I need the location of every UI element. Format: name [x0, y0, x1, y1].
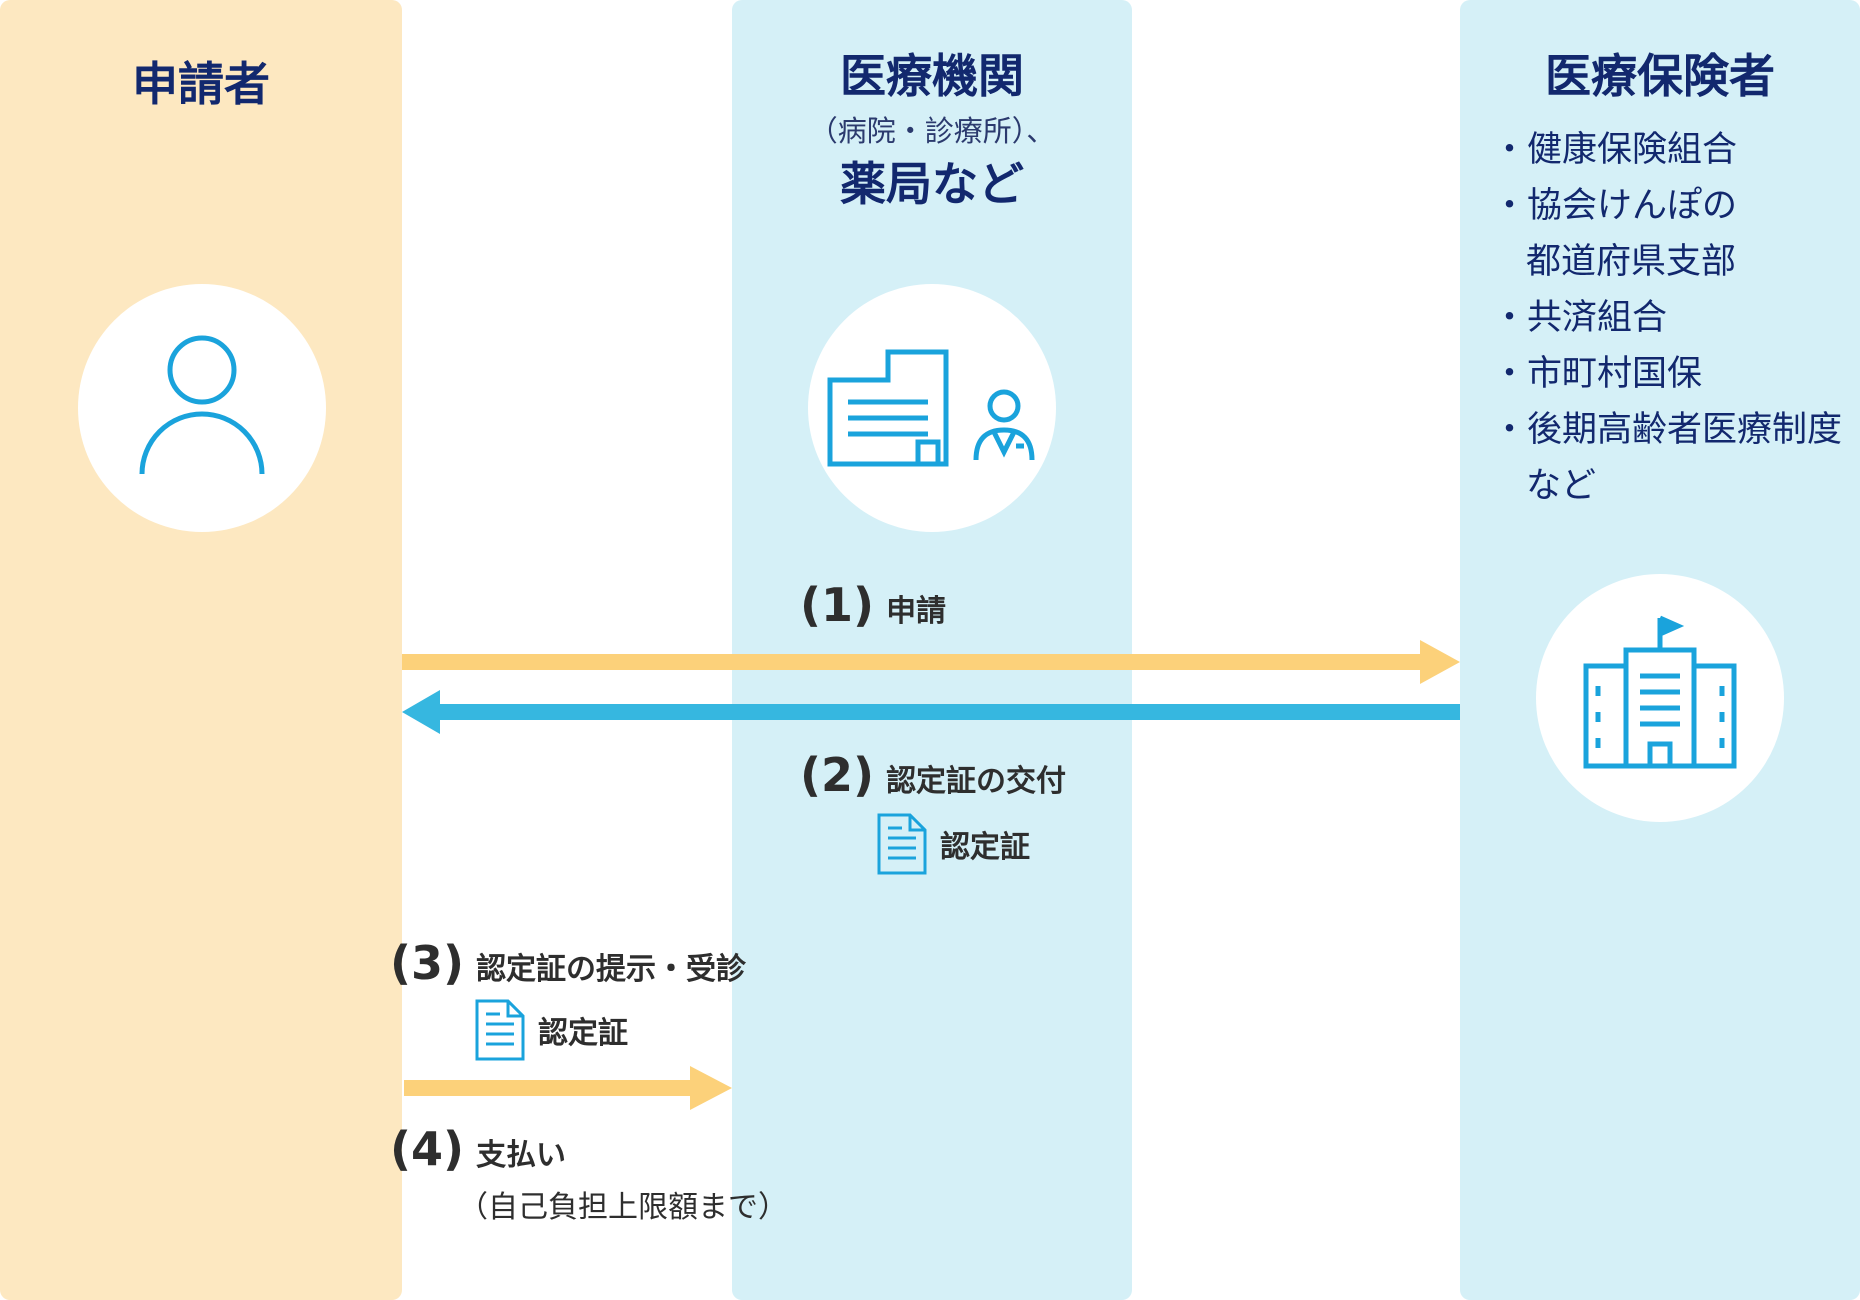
- insurer-list-item: ・共済組合: [1492, 298, 1668, 338]
- applicant-column: 申請者: [0, 0, 402, 1300]
- medical-title-2: 薬局など: [840, 157, 1024, 211]
- certificate-item-2: 認定証: [876, 812, 1030, 876]
- step-label: 申請: [886, 594, 947, 629]
- step-number: (3): [390, 936, 465, 990]
- insurer-icon-circle: [1536, 574, 1784, 822]
- insurer-list-item: など: [1526, 466, 1597, 506]
- step-number: (2): [800, 748, 875, 802]
- certificate-item-3: 認定証: [474, 998, 628, 1062]
- insurer-list: ・健康保険組合 ・協会けんぽの 都道府県支部 ・共済組合 ・市町村国保 ・後期高…: [1492, 122, 1842, 514]
- step-3: (3) 認定証の提示・受診: [390, 936, 746, 990]
- step-number: (4): [390, 1122, 465, 1176]
- step-label: 支払い: [476, 1138, 567, 1173]
- insurer-list-item: ・後期高齢者医療制度: [1492, 410, 1843, 450]
- medical-icon-circle: [808, 284, 1056, 532]
- medical-subtitle: （病院・診療所）、: [808, 114, 1056, 148]
- medical-title: 医療機関: [840, 49, 1024, 103]
- step-number: (1): [800, 578, 875, 632]
- step-label: 認定証の交付: [886, 764, 1067, 799]
- hospital-with-doctor-icon: [827, 349, 1035, 467]
- applicant-icon-circle: [78, 284, 326, 532]
- insurer-list-item: 都道府県支部: [1526, 242, 1737, 282]
- arrow-application: [402, 640, 1460, 684]
- arrow-certificate-issue: [402, 690, 1460, 734]
- step-4: (4) 支払い: [390, 1122, 566, 1176]
- insurer-column: 医療保険者 ・健康保険組合 ・協会けんぽの 都道府県支部 ・共済組合 ・市町村国…: [1460, 0, 1860, 1300]
- arrow-present-certificate: [404, 1066, 732, 1110]
- insurer-list-item: ・健康保険組合: [1492, 130, 1738, 170]
- insurer-list-item: ・協会けんぽの: [1492, 186, 1738, 226]
- applicant-title: 申請者: [132, 57, 270, 111]
- payment-note: （自己負担上限額まで）: [458, 1190, 788, 1225]
- step-2: (2) 認定証の交付: [800, 748, 1066, 802]
- certificate-label: 認定証: [940, 830, 1030, 865]
- insurer-title: 医療保険者: [1545, 49, 1775, 103]
- person-icon: [139, 335, 265, 475]
- document-icon: [475, 999, 525, 1061]
- certificate-label: 認定証: [538, 1016, 628, 1051]
- office-building-icon: [1583, 615, 1737, 769]
- document-icon: [877, 813, 927, 875]
- step-label: 認定証の提示・受診: [476, 952, 747, 987]
- insurer-list-item: ・市町村国保: [1492, 354, 1703, 394]
- medical-institution-column: 医療機関 （病院・診療所）、 薬局など: [732, 0, 1132, 1300]
- step-1: (1) 申請: [800, 578, 946, 632]
